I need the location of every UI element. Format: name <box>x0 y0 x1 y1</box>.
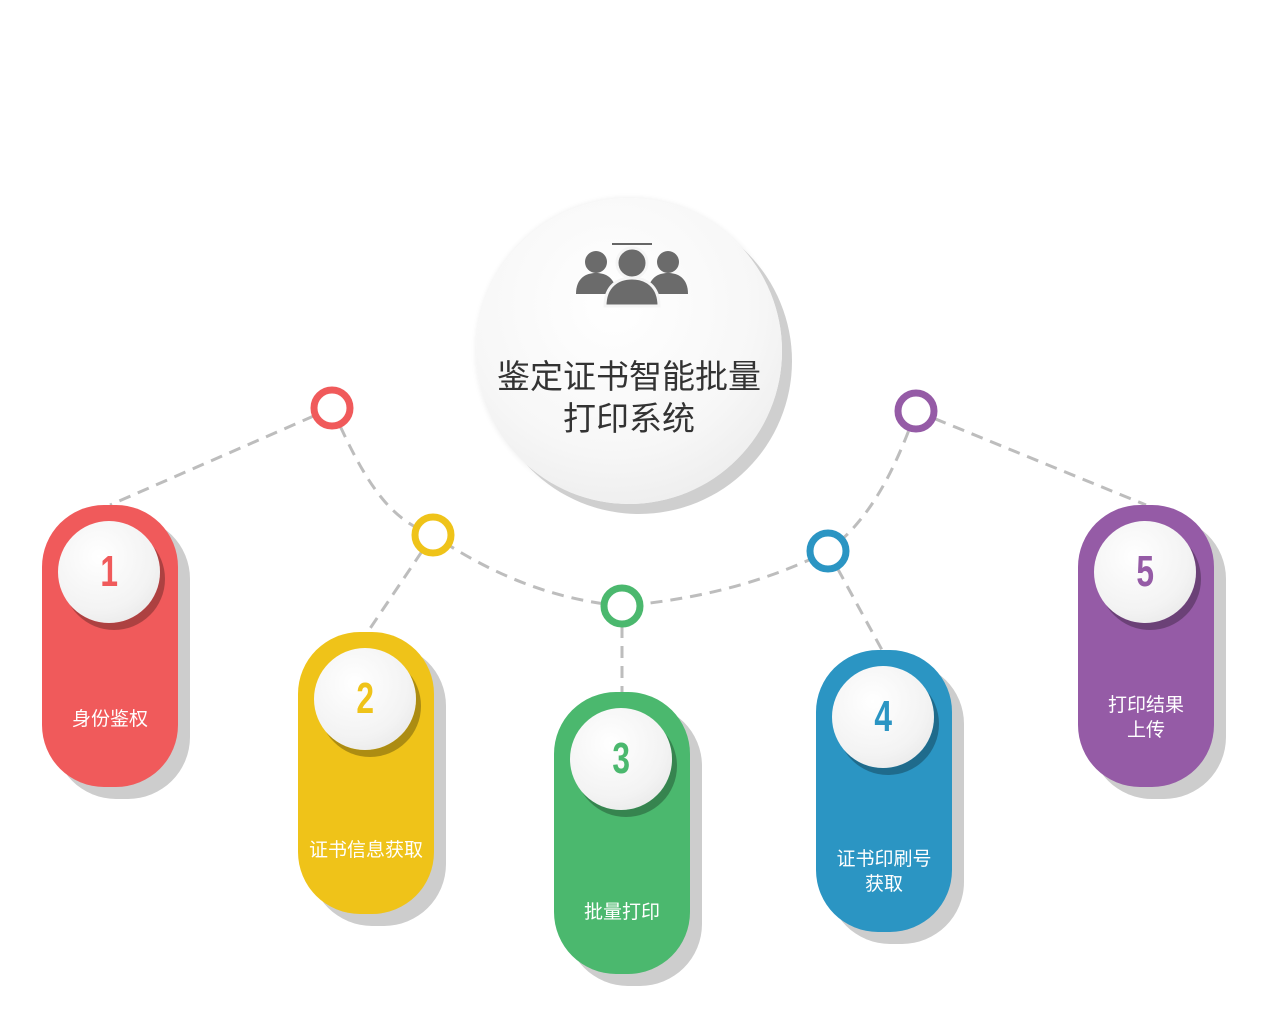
system-title-line-2: 打印系统 <box>563 399 695 438</box>
step-label: 证书印刷号 获取 <box>816 847 952 897</box>
step-number: 3 <box>612 734 630 783</box>
connector-step-5 <box>915 409 1147 507</box>
step-label-text: 身份鉴权 <box>71 708 148 730</box>
center-title-circle: 鉴定证书智能批量 打印系统 <box>476 198 782 504</box>
step-number: 2 <box>356 674 374 723</box>
step-label-line-1: 证书印刷号 <box>836 848 932 870</box>
step-label: 证书信息获取 <box>298 838 434 863</box>
step-label-line-2: 上传 <box>1126 719 1165 741</box>
step-number: 5 <box>1136 547 1154 596</box>
step-label-text: 批量打印 <box>583 901 660 923</box>
step-label: 身份鉴权 <box>42 707 178 732</box>
ring-node-2 <box>411 513 455 557</box>
step-number-badge: 4 <box>832 666 934 768</box>
connector-step-1 <box>109 406 333 507</box>
step-label: 批量打印 <box>554 900 690 925</box>
ring-node-1 <box>310 386 354 430</box>
step-label-line-1: 打印结果 <box>1107 694 1184 716</box>
step-card-4: 4 证书印刷号 获取 <box>816 650 952 932</box>
ring-node-4 <box>806 529 850 573</box>
step-card-5: 5 打印结果 上传 <box>1078 505 1214 787</box>
users-group-icon <box>576 243 688 308</box>
step-number-badge: 1 <box>58 521 160 623</box>
step-label-line-2: 获取 <box>864 873 903 895</box>
step-card-2: 2 证书信息获取 <box>298 632 434 914</box>
step-number-badge: 3 <box>570 708 672 810</box>
step-card-1: 1 身份鉴权 <box>42 505 178 787</box>
step-label-text: 证书信息获取 <box>308 839 423 861</box>
step-number-badge: 5 <box>1094 521 1196 623</box>
system-title: 鉴定证书智能批量 打印系统 <box>476 356 782 440</box>
step-number: 1 <box>100 547 118 596</box>
step-label: 打印结果 上传 <box>1078 693 1214 743</box>
ring-node-3 <box>600 584 644 628</box>
step-number-badge: 2 <box>314 648 416 750</box>
step-number: 4 <box>874 692 892 741</box>
system-title-line-1: 鉴定证书智能批量 <box>497 357 761 396</box>
step-card-3: 3 批量打印 <box>554 692 690 974</box>
ring-node-5 <box>894 389 938 433</box>
